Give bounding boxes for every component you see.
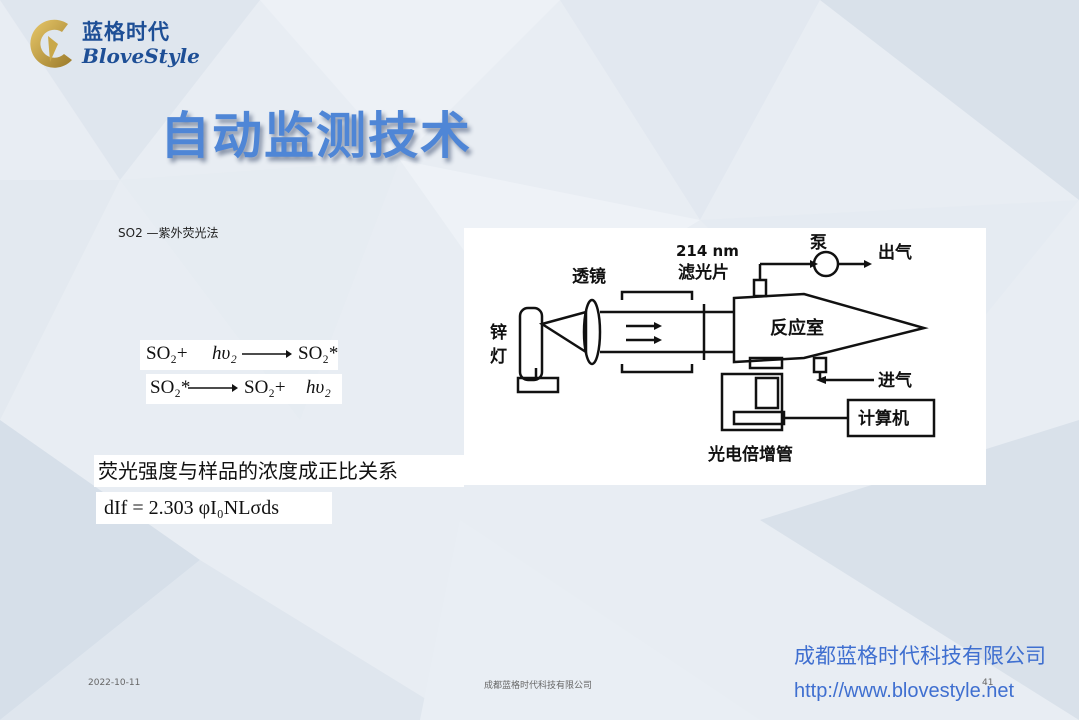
- arrow-right-icon: [188, 384, 238, 392]
- label-outlet: 出气: [878, 242, 912, 263]
- lamp-base-shape: [516, 376, 560, 394]
- slide-title: 自动监测技术: [160, 107, 472, 165]
- label-lens: 透镜: [572, 266, 606, 287]
- label-inlet: 进气: [878, 370, 912, 391]
- footer-center: 成都蓝格时代科技有限公司: [484, 681, 593, 691]
- logo-text-en: BloveStyle: [82, 44, 200, 68]
- label-computer: 计算机: [858, 408, 909, 429]
- eq2-photon: hυ₂: [306, 377, 331, 398]
- label-zinc-1: 锌: [490, 322, 507, 343]
- footer-date: 2022-10-11: [88, 678, 141, 688]
- reaction-equation-1: SO₂+ hυ₂ SO₂*: [140, 340, 338, 370]
- reaction-equation-2: SO₂* SO₂+ hυ₂: [146, 374, 342, 404]
- label-filter-wavelength: 214 nm: [676, 242, 739, 260]
- page-number: 41: [982, 678, 994, 688]
- eq1-photon: hυ₂: [212, 343, 237, 364]
- pmt-housing-shape: [720, 372, 784, 432]
- logo-text-cn: 蓝格时代: [82, 20, 170, 44]
- label-pmt: 光电倍增管: [707, 444, 793, 465]
- logo-emblem-icon: [30, 19, 72, 68]
- computer-box-shape: [846, 398, 936, 438]
- brand-logo: 蓝格时代 BloveStyle: [28, 14, 200, 76]
- lens-shape: [582, 298, 602, 366]
- uv-fluorescence-apparatus-diagram: 透镜 214 nm 滤光片 泵 出气 锌 灯 反应室 进气 计算机 光电倍增管: [464, 228, 986, 485]
- label-reaction-chamber: 反应室: [770, 317, 824, 339]
- fluorescence-formula: dIf = 2.303 φI₀NLσds: [96, 492, 332, 524]
- reaction-chamber-shape: [732, 292, 929, 364]
- arrow-right-icon: [242, 350, 292, 358]
- eq2-left: SO₂*: [150, 377, 191, 398]
- company-name: 成都蓝格时代科技有限公司: [794, 644, 1046, 668]
- company-url[interactable]: http://www.blovestyle.net: [794, 680, 1015, 702]
- eq2-right: SO₂+: [244, 377, 286, 398]
- eq1-left: SO₂+: [146, 343, 188, 364]
- label-pump: 泵: [810, 233, 827, 253]
- label-filter: 滤光片: [678, 262, 729, 283]
- label-zinc-2: 灯: [490, 347, 507, 367]
- slide-subtitle: SO2 —紫外荧光法: [118, 226, 219, 240]
- proportionality-statement: 荧光强度与样品的浓度成正比关系: [94, 455, 464, 487]
- eq1-right: SO₂*: [298, 343, 339, 364]
- zinc-lamp-shape: [518, 306, 544, 382]
